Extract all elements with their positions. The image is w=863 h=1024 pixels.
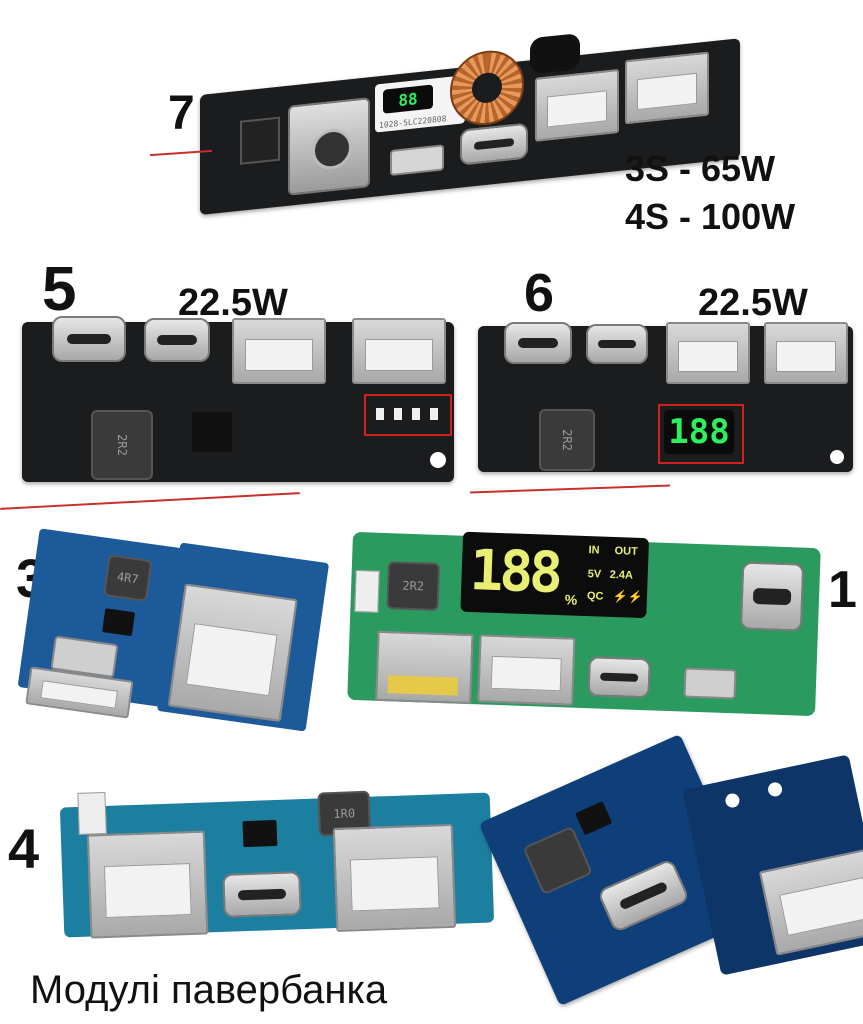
usb-c-port <box>739 561 805 632</box>
module-1-inductor: 2R2 <box>386 561 441 611</box>
usb-a-port <box>625 51 709 125</box>
module-5-inductor: 2R2 <box>91 410 153 480</box>
wire <box>470 484 670 493</box>
module-1-display-2-4a: 2.4A <box>609 568 634 582</box>
module-5-board: 2R2 <box>22 316 454 482</box>
usb-a-port <box>477 634 576 706</box>
usb-a-port <box>352 318 446 384</box>
usb-a-port <box>25 666 134 719</box>
indicator-leds <box>364 394 452 436</box>
module-3-inductor: 4R7 <box>103 554 153 602</box>
module-6-label: 6 <box>524 263 555 323</box>
mounting-hole <box>766 781 784 798</box>
usb-c-port <box>52 316 126 362</box>
battery-connector <box>354 570 380 613</box>
module-7-spec-2: 4S - 100W <box>625 196 796 237</box>
wire <box>0 492 300 510</box>
controller-chip <box>192 412 232 452</box>
module-7-pcb-text: 1028-5LC220808 <box>379 114 447 131</box>
inductor <box>522 825 593 896</box>
micro-usb-port <box>683 667 737 700</box>
module-4-label: 4 <box>8 817 40 880</box>
usb-a-port <box>758 847 863 956</box>
module-6-display-text: 188 <box>664 410 734 454</box>
usb-c-port <box>586 324 648 364</box>
module-6-inductor: 2R2 <box>539 409 595 471</box>
module-7-label: 7 <box>168 87 195 140</box>
lightning-icon: ⚡⚡ <box>612 588 644 605</box>
module-5-power: 22.5W <box>178 282 288 324</box>
controller-chip <box>102 608 136 637</box>
module-1-board: 2R2 188 % IN OUT 5V 2.4A QC ⚡⚡ <box>347 531 821 717</box>
controller-chip <box>575 801 613 836</box>
usb-a-port <box>232 318 326 384</box>
usb-a-port <box>666 322 750 384</box>
module-6-display: 188 <box>658 404 744 464</box>
usb-a-port <box>332 823 457 932</box>
battery-connector <box>77 791 107 835</box>
usb-c-port <box>596 857 691 934</box>
module-1-display-percent: % <box>564 591 578 608</box>
mounting-hole <box>724 792 741 809</box>
mounting-hole <box>830 450 844 464</box>
module-1-display-5v: 5V <box>587 568 602 581</box>
usb-a-port <box>375 630 474 705</box>
controller-chip <box>242 819 278 848</box>
usb-a-port <box>86 830 209 939</box>
module-1-label: 1 <box>828 561 857 619</box>
module-6-board: 2R2 188 <box>478 322 853 472</box>
choke-coil <box>530 33 580 75</box>
usb-a-port <box>167 583 298 723</box>
micro-usb-port <box>390 144 444 177</box>
usb-a-port <box>535 68 619 142</box>
module-1-display-out: OUT <box>614 545 638 558</box>
side-connector <box>240 116 280 165</box>
module-6-power: 22.5W <box>698 282 808 324</box>
usb-c-port <box>587 656 651 699</box>
module-1-display-digits: 188 <box>468 538 561 607</box>
usb-c-port <box>460 122 528 166</box>
module-5-label: 5 <box>42 255 77 324</box>
usb-c-port <box>222 871 302 918</box>
usb-c-port <box>504 322 572 364</box>
usb-c-port <box>144 318 210 362</box>
module-4-board: 1R0 <box>59 790 495 939</box>
dc-jack <box>288 97 370 196</box>
toroid-inductor <box>450 46 524 129</box>
module-1-display-qc: QC <box>586 590 604 603</box>
module-7-spec-1: 3S - 65W <box>625 148 776 189</box>
mounting-hole <box>430 452 446 468</box>
caption: Модулі павербанка <box>30 968 388 1012</box>
module-1-display: 188 % IN OUT 5V 2.4A QC ⚡⚡ <box>460 531 650 619</box>
module-1-display-in: IN <box>588 544 600 557</box>
module-2-board-back <box>682 754 863 976</box>
module-3-board-back <box>156 542 330 732</box>
usb-a-port <box>764 322 848 384</box>
